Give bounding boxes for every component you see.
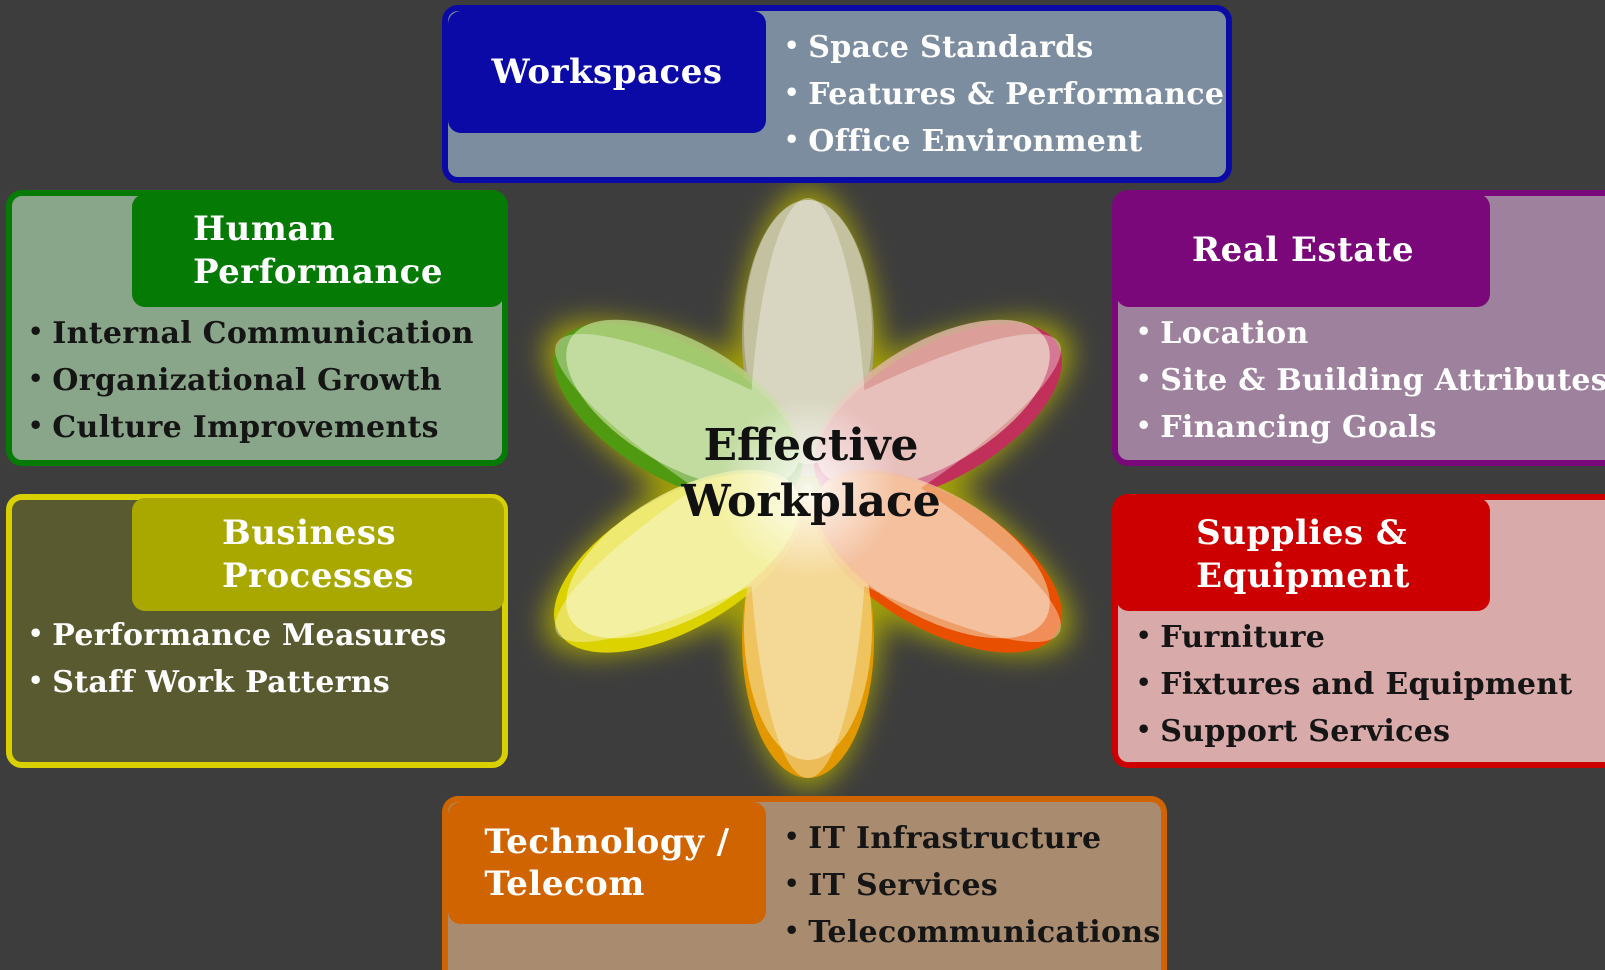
workspaces-title: Workspaces (491, 51, 723, 92)
real-estate-header: Real Estate (1116, 194, 1490, 307)
list-item: Internal Communication (28, 311, 474, 358)
list-item: Telecommunications (784, 910, 1161, 957)
list-item: IT Services (784, 863, 1161, 910)
list-item: Location (1136, 311, 1605, 358)
human-performance-header: Human Performance (132, 194, 504, 307)
list-item: Fixtures and Equipment (1136, 662, 1573, 709)
technology-telecom-header: Technology / Telecom (448, 802, 766, 924)
business-processes-list: Performance Measures Staff Work Patterns (28, 613, 447, 707)
center-label: Effective Workplace (681, 420, 941, 527)
list-item: Office Environment (784, 119, 1224, 166)
real-estate-title: Real Estate (1191, 230, 1415, 271)
list-item: Site & Building Attributes (1136, 358, 1605, 405)
real-estate-list: Location Site & Building Attributes Fina… (1136, 311, 1605, 452)
list-item: Performance Measures (28, 613, 447, 660)
workspaces-header: Workspaces (448, 11, 766, 133)
list-item: Culture Improvements (28, 405, 474, 452)
workspaces-list: Space Standards Features & Performance O… (784, 25, 1224, 166)
human-performance-list: Internal Communication Organizational Gr… (28, 311, 474, 452)
list-item: Furniture (1136, 615, 1573, 662)
business-processes-header: Business Processes (132, 498, 504, 611)
list-item: Support Services (1136, 709, 1573, 756)
human-performance-title: Human Performance (193, 209, 443, 292)
list-item: Space Standards (784, 25, 1224, 72)
list-item: Staff Work Patterns (28, 660, 447, 707)
supplies-equipment-title: Supplies & Equipment (1196, 513, 1410, 596)
technology-telecom-title: Technology / Telecom (484, 821, 730, 905)
supplies-equipment-header: Supplies & Equipment (1116, 498, 1490, 611)
list-item: Financing Goals (1136, 405, 1605, 452)
business-processes-title: Business Processes (221, 513, 415, 596)
technology-telecom-list: IT Infrastructure IT Services Telecommun… (784, 816, 1161, 957)
list-item: Organizational Growth (28, 358, 474, 405)
supplies-equipment-list: Furniture Fixtures and Equipment Support… (1136, 615, 1573, 756)
list-item: IT Infrastructure (784, 816, 1161, 863)
list-item: Features & Performance (784, 72, 1224, 119)
